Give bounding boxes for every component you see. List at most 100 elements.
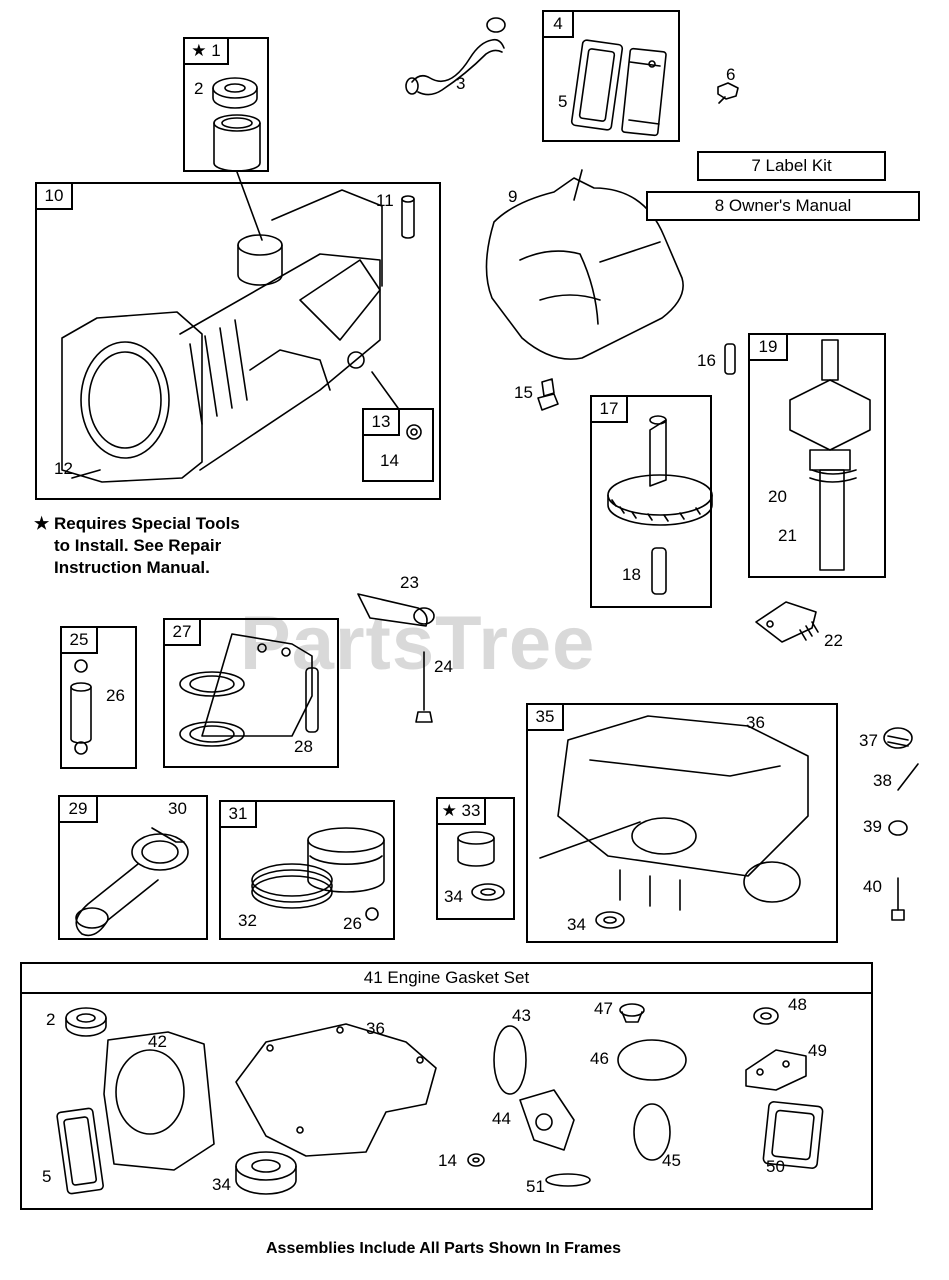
gasket-part-43: [493, 1025, 527, 1095]
dowel-pin-part-11: [401, 195, 415, 239]
callout-15: 15: [514, 383, 533, 402]
sump-gasket-part-36: [235, 1023, 437, 1157]
gasket-callout-36: 36: [366, 1019, 385, 1038]
dowel-pin-part-12: [71, 469, 101, 479]
star-icon: ★: [34, 514, 50, 533]
gasket-callout-5: 5: [42, 1167, 52, 1186]
callout-26-piston: 26: [343, 914, 362, 933]
screw-part-15: [537, 378, 559, 411]
callout-23: 23: [400, 573, 419, 592]
frame-tag-13: 13: [362, 408, 400, 436]
frame-tag-29: 29: [58, 795, 98, 823]
owners-manual-box: 8 Owner's Manual: [646, 191, 920, 221]
callout-28: 28: [294, 737, 313, 756]
frame-part-29: [58, 795, 208, 940]
callout-5: 5: [558, 92, 568, 111]
key-part-21: [809, 477, 857, 483]
cap-part-37: [883, 727, 913, 749]
callout-20: 20: [768, 487, 787, 506]
wrist-pin-part-25: [70, 682, 92, 744]
screw-part-6: [717, 82, 739, 104]
o-ring-part-45: [633, 1103, 671, 1161]
bearing-part-33: [457, 831, 495, 867]
frame-tag-25: 25: [60, 626, 98, 654]
frame-tag-31: 31: [219, 800, 257, 828]
head-gasket-part-42: [103, 1031, 215, 1171]
callout-11: 11: [376, 191, 394, 210]
breather-cover-part-4: [621, 47, 667, 137]
callout-22: 22: [824, 631, 843, 650]
pushrod-part-28: [305, 667, 319, 733]
screw-part-40: [891, 877, 905, 921]
callout-34-frame: 34: [444, 887, 463, 906]
frame-tag-10: 10: [35, 182, 73, 210]
gasket-part-50: [762, 1101, 824, 1169]
frame-part-27: [163, 618, 339, 768]
cylinder-head-part-27: [179, 633, 313, 747]
callout-26-pin: 26: [106, 686, 125, 705]
breather-tube-end: [405, 77, 419, 95]
gasket-callout-42: 42: [148, 1032, 167, 1051]
piston-rings-part-32: [251, 863, 333, 909]
callout-36: 36: [746, 713, 765, 732]
callout-2: 2: [194, 79, 204, 98]
gasket-callout-45: 45: [662, 1151, 681, 1170]
oil-seal-part-34: [235, 1151, 297, 1195]
governor-part-22: [755, 601, 819, 643]
frame-part-35: [526, 703, 838, 943]
breather-tube-part-3: [411, 38, 505, 96]
callout-9: 9: [508, 187, 518, 206]
note-line-2: to Install. See Repair: [54, 536, 222, 555]
retainer-part-26-piston: [365, 907, 379, 921]
seal-part-48: [753, 1007, 779, 1025]
connecting-rod-part-29: [75, 833, 189, 937]
frame-part-19: [748, 333, 886, 578]
sump-part-35: [557, 715, 809, 911]
gasket-callout-2: 2: [46, 1010, 56, 1029]
frame-tag-35: 35: [526, 703, 564, 731]
note-line-1-text: Requires Special Tools: [53, 514, 240, 533]
bearing-seal-part-2: [212, 77, 258, 109]
callout-34-sump: 34: [567, 915, 586, 934]
note-line-1: ★ Requires Special Tools: [34, 513, 240, 535]
callout-30: 30: [168, 799, 187, 818]
seal-part-34: [471, 883, 505, 901]
gasket-set-header: 41 Engine Gasket Set: [20, 962, 873, 994]
rocker-arm-part-23: [357, 593, 435, 627]
breather-tube-cap: [486, 17, 506, 33]
gasket-callout-44: 44: [492, 1109, 511, 1128]
seal-part-34-sump: [595, 911, 625, 929]
plug-part-14: [406, 424, 422, 440]
special-tools-note: ★ Requires Special Tools to Install. See…: [34, 513, 240, 579]
label-kit-box: 7 Label Kit: [697, 151, 886, 181]
frame-tag-33: ★ 33: [436, 797, 486, 825]
retainer-part-26-bottom: [74, 741, 88, 755]
leader-line-33: [539, 821, 641, 859]
bolt-part-24: [415, 651, 433, 723]
callout-24: 24: [434, 657, 453, 676]
callout-16: 16: [697, 351, 716, 370]
partstree-watermark: PartsTree: [240, 601, 596, 686]
pin-part-38: [897, 763, 919, 791]
callout-12: 12: [54, 459, 73, 478]
cylinder-block-part-10: [61, 189, 383, 483]
gasket-callout-49: 49: [808, 1041, 827, 1060]
breather-gasket-part-5: [570, 39, 624, 131]
gasket-part-44: [519, 1089, 575, 1151]
gasket-callout-43: 43: [512, 1006, 531, 1025]
frame-tag-17: 17: [590, 395, 628, 423]
pin-part-16: [724, 343, 736, 375]
washer-part-14: [467, 1153, 485, 1167]
breather-gasket-part-5b: [56, 1107, 104, 1195]
frame-tag-27: 27: [163, 618, 201, 646]
callout-6: 6: [726, 65, 736, 84]
callout-18: 18: [622, 565, 641, 584]
gasket-callout-51: 51: [526, 1177, 545, 1196]
piston-part-31: [307, 827, 385, 893]
retainer-part-26-top: [74, 659, 88, 673]
gasket-callout-34: 34: [212, 1175, 231, 1194]
callout-38: 38: [873, 771, 892, 790]
plug-part-39: [888, 820, 908, 836]
note-line-3: Instruction Manual.: [54, 558, 210, 577]
